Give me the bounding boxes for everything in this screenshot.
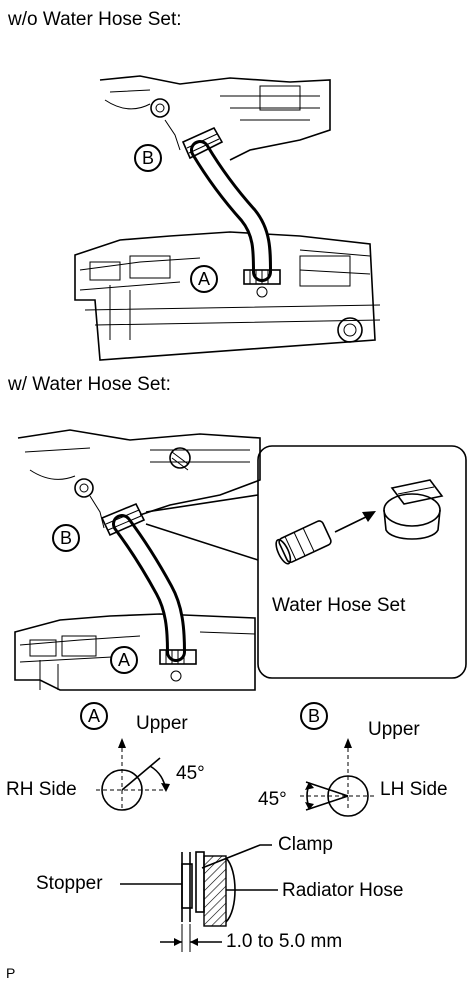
marker-b-bottom: B bbox=[52, 524, 80, 552]
gap-dimension-label: 1.0 to 5.0 mm bbox=[226, 931, 343, 952]
radiator-hose-label: Radiator Hose bbox=[282, 880, 404, 901]
inset-label: Water Hose Set bbox=[272, 595, 406, 616]
clamp-section-detail bbox=[120, 844, 278, 952]
clamp-a-top bbox=[243, 269, 281, 285]
clamp-a-bottom bbox=[159, 649, 197, 665]
heading-with-water-hose-set: w/ Water Hose Set: bbox=[8, 374, 171, 395]
clamp-label: Clamp bbox=[278, 834, 333, 855]
orientation-a-side: RH Side bbox=[6, 779, 77, 800]
marker-b-orientation: B bbox=[300, 702, 328, 730]
figure-code: P bbox=[6, 965, 16, 981]
clamp-b-top bbox=[181, 126, 224, 160]
marker-a-top: A bbox=[190, 265, 218, 293]
orientation-b-side: LH Side bbox=[380, 779, 448, 800]
orientation-a-diagram bbox=[96, 738, 170, 811]
orientation-a-direction: Upper bbox=[136, 713, 188, 734]
stopper-label: Stopper bbox=[36, 873, 103, 894]
engine-assembly-top bbox=[74, 75, 381, 361]
orientation-a-angle: 45° bbox=[176, 763, 205, 784]
heading-without-water-hose-set: w/o Water Hose Set: bbox=[8, 9, 182, 30]
orientation-b-direction: Upper bbox=[368, 719, 420, 740]
orientation-b-angle: 45° bbox=[258, 789, 287, 810]
clamp-b-bottom bbox=[100, 502, 146, 537]
water-hose-set-inset bbox=[257, 445, 467, 679]
marker-b-top: B bbox=[134, 144, 162, 172]
orientation-b-diagram bbox=[300, 738, 374, 817]
marker-a-orientation: A bbox=[80, 702, 108, 730]
engine-assembly-bottom bbox=[14, 429, 261, 691]
marker-a-bottom: A bbox=[110, 646, 138, 674]
